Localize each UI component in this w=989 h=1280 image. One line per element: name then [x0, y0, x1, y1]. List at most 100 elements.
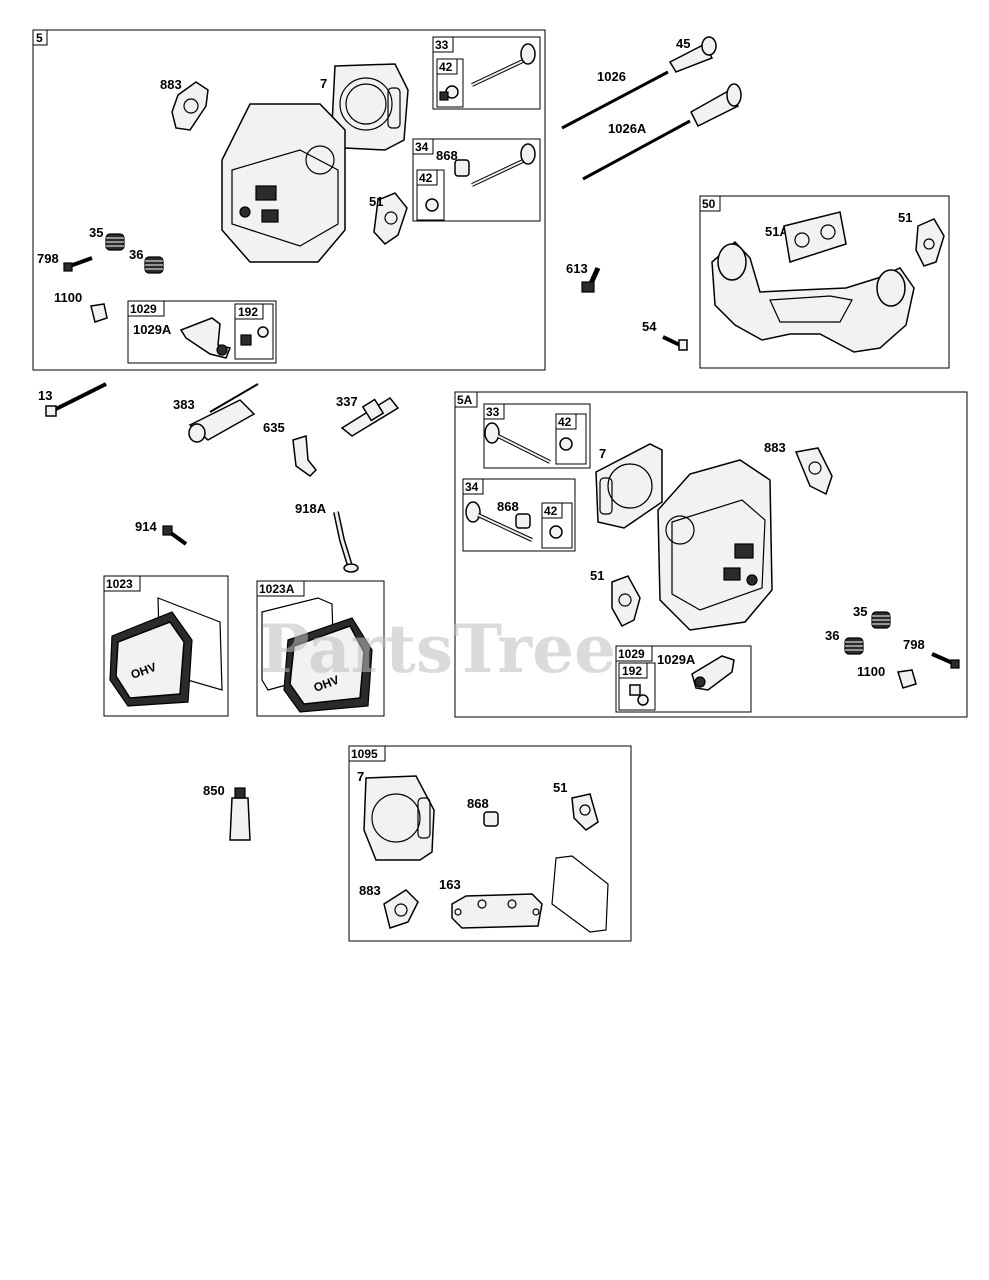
- part-1026A-label[interactable]: 1026A: [608, 121, 647, 136]
- part-7-label[interactable]: 7: [599, 446, 606, 461]
- spring-36-icon: [844, 637, 864, 655]
- part-36-label[interactable]: 36: [129, 247, 143, 262]
- spring-35-icon: [105, 233, 125, 251]
- spring-35-icon: [871, 611, 891, 629]
- part-883-label[interactable]: 883: [764, 440, 786, 455]
- group-42-label: 42: [544, 504, 558, 518]
- gasket-883-icon: [383, 889, 419, 929]
- group-33-frame: [432, 36, 541, 110]
- part-7-label[interactable]: 7: [320, 76, 327, 91]
- sealant-tube-850-icon: [229, 787, 251, 841]
- part-1100-label[interactable]: 1100: [54, 290, 82, 305]
- part-798-label[interactable]: 798: [903, 637, 925, 652]
- group-1023-label: 1023: [106, 577, 133, 591]
- group-50-frame: [699, 195, 950, 369]
- rocker-arm-icon: [179, 317, 269, 359]
- group-1095-label: 1095: [351, 747, 378, 761]
- group-34-frame: [462, 478, 576, 552]
- part-850-label[interactable]: 850: [203, 783, 225, 798]
- head-gasket-7-icon: [595, 443, 663, 529]
- hose-918A-icon: [333, 511, 359, 573]
- part-35-label[interactable]: 35: [89, 225, 103, 240]
- part-51-label[interactable]: 51: [553, 780, 567, 795]
- part-868-label[interactable]: 868: [436, 148, 458, 163]
- gasket-883-icon: [171, 81, 209, 131]
- guide-plate-1100-icon: [90, 303, 108, 323]
- group-34-label: 34: [415, 140, 429, 154]
- part-383-label[interactable]: 383: [173, 397, 195, 412]
- part-883-label[interactable]: 883: [160, 77, 182, 92]
- lifter-45-icon: [668, 36, 717, 73]
- group-42-label: 42: [558, 415, 572, 429]
- cylinder-head-icon: [221, 103, 346, 263]
- part-868-label[interactable]: 868: [497, 499, 519, 514]
- part-635-label[interactable]: 635: [263, 420, 285, 435]
- group-50-label: 50: [702, 197, 716, 211]
- part-36-label[interactable]: 36: [825, 628, 839, 643]
- group-33-frame: [483, 403, 591, 469]
- valve-icon: [425, 143, 536, 212]
- group-1029-frame: [615, 645, 752, 713]
- group-1029-label: 1029: [618, 647, 645, 661]
- rocker-arm-icon: [629, 655, 735, 706]
- part-613-label[interactable]: 613: [566, 261, 588, 276]
- stud-798-icon: [931, 652, 960, 669]
- group-192-label: 192: [238, 305, 258, 319]
- part-868-label[interactable]: 868: [467, 796, 489, 811]
- part-45-label[interactable]: 45: [676, 36, 690, 51]
- part-35-label[interactable]: 35: [853, 604, 867, 619]
- gasket-51-icon: [915, 218, 945, 267]
- lifter-icon: [690, 83, 742, 128]
- group-33-label: 33: [435, 38, 449, 52]
- part-883-label[interactable]: 883: [359, 883, 381, 898]
- group-192-label: 192: [622, 664, 642, 678]
- group-1023A-frame: [256, 580, 385, 717]
- part-54-label[interactable]: 54: [642, 319, 657, 334]
- part-51-label[interactable]: 51: [590, 568, 604, 583]
- carb-gasket-163-icon: [451, 893, 543, 929]
- group-34-frame: [412, 138, 541, 222]
- part-51-label[interactable]: 51: [898, 210, 912, 225]
- breather-383-icon: [188, 383, 259, 443]
- exhaust-gasket-51-icon: [373, 192, 408, 245]
- spark-plug-337-icon: [340, 397, 400, 437]
- part-7-label[interactable]: 7: [357, 769, 364, 784]
- gasket-51-icon: [571, 793, 599, 831]
- guide-plate-1100-icon: [897, 669, 917, 689]
- watermark: PartsTree: [260, 610, 616, 688]
- spring-36-icon: [144, 256, 164, 274]
- valve-icon: [465, 501, 563, 542]
- group-5A-label: 5A: [457, 393, 473, 407]
- group-1023-frame: [103, 575, 229, 717]
- part-163-label[interactable]: 163: [439, 877, 461, 892]
- exhaust-manifold-icon: [711, 240, 915, 353]
- valve-seal-868-icon: [483, 811, 499, 827]
- cylinder-head-icon: [657, 459, 773, 631]
- part-1100-label[interactable]: 1100: [857, 664, 885, 679]
- part-1029A-label[interactable]: 1029A: [133, 322, 172, 337]
- group-42-label: 42: [419, 171, 433, 185]
- part-51A-label[interactable]: 51A: [765, 224, 789, 239]
- part-51-label[interactable]: 51: [369, 194, 383, 209]
- screw-914-icon: [162, 525, 188, 546]
- pushrod-1026A-icon: [582, 119, 691, 181]
- head-gasket-7-icon: [363, 775, 435, 861]
- group-1023A-label: 1023A: [259, 582, 295, 596]
- group-33-label: 33: [486, 405, 500, 419]
- part-914-label[interactable]: 914: [135, 519, 157, 534]
- screw-54-icon: [662, 335, 688, 351]
- part-337-label[interactable]: 337: [336, 394, 358, 409]
- part-13-label[interactable]: 13: [38, 388, 52, 403]
- valve-cover-1023A-icon: OHV: [261, 597, 373, 713]
- part-1029A-label[interactable]: 1029A: [657, 652, 696, 667]
- group-5-label-box: [32, 29, 48, 46]
- part-1026-label[interactable]: 1026: [597, 69, 626, 84]
- screw-613-icon: [581, 266, 601, 293]
- part-798-label[interactable]: 798: [37, 251, 59, 266]
- head-gasket-7-icon: [331, 63, 409, 151]
- stud-798-icon: [63, 256, 93, 272]
- gasket-883-icon: [794, 447, 833, 496]
- group-5A-frame: [454, 391, 968, 718]
- part-918A-label[interactable]: 918A: [295, 501, 327, 516]
